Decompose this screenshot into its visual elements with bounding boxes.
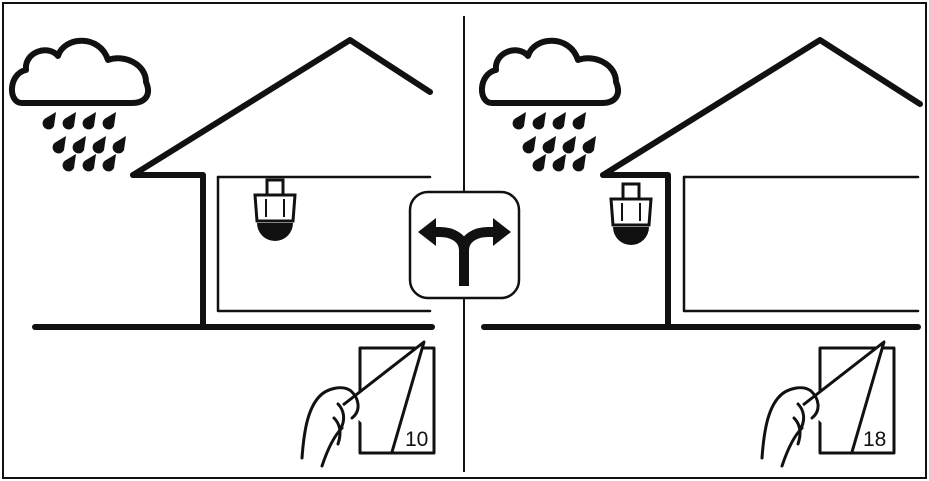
rain-cloud-icon [482, 41, 618, 172]
page-number-left: 10 [405, 428, 428, 451]
left-panel: 10 [12, 40, 434, 466]
right-panel: 18 [482, 40, 920, 466]
rain-cloud-icon [12, 41, 148, 172]
dome-camera-icon [611, 184, 651, 245]
page-number-right: 18 [863, 428, 886, 451]
fork-arrows-icon [410, 192, 519, 298]
dome-camera-icon [255, 180, 295, 241]
